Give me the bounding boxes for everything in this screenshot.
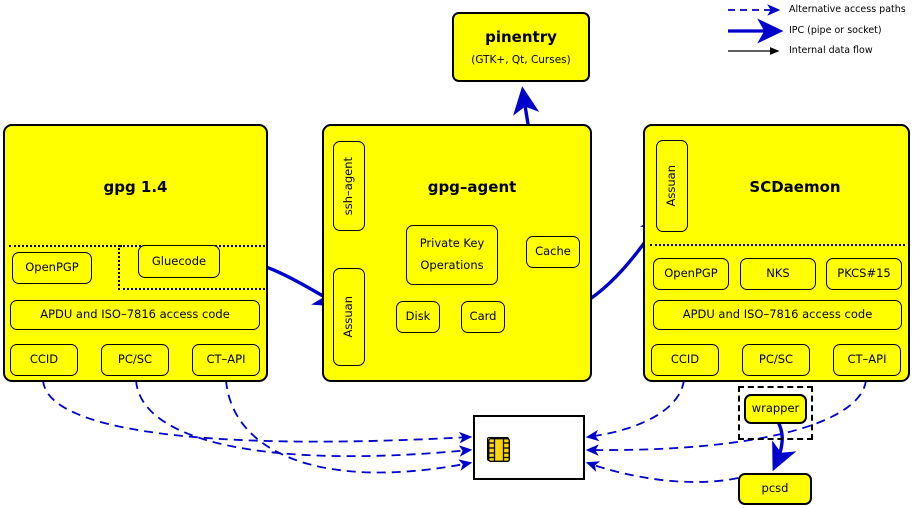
pcsd-node[interactable]: pcsd [738, 473, 812, 505]
scdaemon-title: SCDaemon [749, 178, 841, 196]
gpg-driver-ctapi[interactable]: CT–API [192, 344, 260, 376]
legend-label-internal: Internal data flow [789, 45, 873, 56]
gpg-agent-assuan-label: Assuan [341, 296, 356, 338]
gpg-dotted-region-top-left [9, 245, 120, 289]
gpg-agent-cache-node[interactable]: Cache [526, 236, 580, 268]
pko-line-2: Operations [420, 258, 484, 272]
legend-label-alt-path: Alternative access paths [789, 4, 906, 15]
gpg-gluecode-node[interactable]: Gluecode [138, 245, 220, 278]
gpg-openpgp-node[interactable]: OpenPGP [12, 252, 92, 284]
gpg-agent-card-node[interactable]: Card [461, 301, 505, 333]
scdaemon-app-pkcs15[interactable]: PKCS#15 [826, 258, 902, 290]
alt-pcsc-left-to-card [135, 379, 473, 458]
alt-pcsd-to-card [585, 461, 739, 483]
smartcard[interactable] [473, 415, 585, 480]
gpg-dotted-region-divider [118, 245, 120, 290]
gpg-agent-title: gpg–agent [427, 178, 517, 196]
scdaemon-app-nks[interactable]: NKS [740, 258, 816, 290]
smartcard-chip-icon [487, 437, 510, 462]
gpg-apdu-node[interactable]: APDU and ISO–7816 access code [10, 300, 260, 330]
pinentry-title: pinentry [485, 28, 557, 47]
gpg-driver-pcsc[interactable]: PC/SC [101, 344, 169, 376]
alt-ctapi-left-to-card [225, 379, 473, 474]
scdaemon-assuan-label: Assuan [664, 165, 679, 207]
gpg-agent-disk-node[interactable]: Disk [396, 301, 440, 333]
gpg-driver-ccid[interactable]: CCID [10, 344, 78, 376]
wrapper-node[interactable]: wrapper [744, 394, 807, 424]
wrapper-dashed-region [738, 386, 813, 440]
pinentry-box[interactable]: pinentry (GTK+, Qt, Curses) [452, 12, 590, 82]
private-key-operations-node[interactable]: Private Key Operations [406, 225, 498, 285]
gpg-agent-assuan-node[interactable]: Assuan [333, 268, 365, 366]
pko-line-1: Private Key [419, 236, 485, 251]
scdaemon-driver-pcsc[interactable]: PC/SC [742, 344, 810, 376]
gpg-dotted-region-bottom [118, 288, 265, 290]
pinentry-subtitle: (GTK+, Qt, Curses) [471, 53, 571, 66]
legend-label-ipc: IPC (pipe or socket) [789, 25, 882, 36]
scdaemon-dotted-separator [650, 244, 905, 246]
gpg-agent-ssh-agent-label: ssh–agent [341, 156, 356, 216]
scdaemon-assuan-node[interactable]: Assuan [656, 140, 688, 232]
alt-ccid-right-to-card [585, 379, 685, 442]
scdaemon-driver-ctapi[interactable]: CT–API [833, 344, 901, 376]
scdaemon-app-openpgp[interactable]: OpenPGP [653, 258, 729, 290]
gpg-title: gpg 1.4 [103, 178, 168, 196]
alt-ccid-left-to-card [42, 379, 473, 444]
scdaemon-apdu-node[interactable]: APDU and ISO–7816 access code [653, 300, 902, 330]
gpg-agent-ssh-agent-node[interactable]: ssh–agent [333, 141, 365, 231]
scdaemon-driver-ccid[interactable]: CCID [651, 344, 719, 376]
alt-ctapi-right-to-card [585, 379, 867, 456]
